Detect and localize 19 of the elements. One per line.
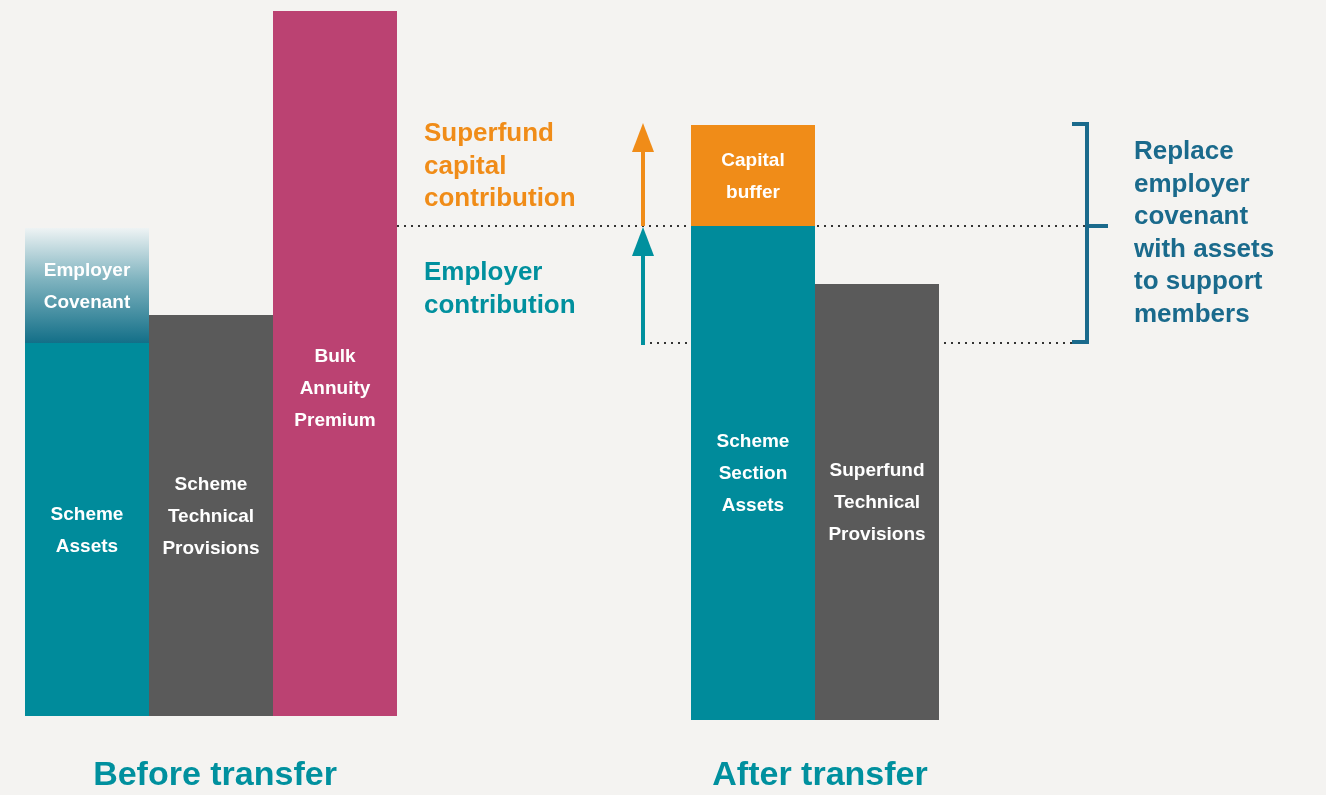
covenant-bar — [25, 228, 149, 343]
assets-bar — [25, 343, 149, 716]
bar-label: Scheme Section Assets — [715, 429, 791, 517]
bar-label: Employer Covenant — [42, 257, 132, 314]
assets-bar — [691, 226, 815, 720]
bar-label: Superfund Technical Provisions — [827, 458, 927, 546]
premium-bar — [273, 11, 397, 716]
annotation-label: Replace employer covenant with assets to support members — [1134, 134, 1276, 329]
annotation-label: Employer contribution — [424, 255, 577, 320]
provisions-bar — [149, 315, 273, 716]
bar-label: Capital buffer — [720, 147, 786, 204]
buffer-bar — [691, 125, 815, 226]
bar-label: Scheme Technical Provisions — [161, 471, 261, 560]
section-title: After transfer — [711, 753, 929, 794]
annotation-label: Superfund capital contribution — [424, 116, 577, 214]
bar-label: Bulk Annuity Premium — [293, 344, 377, 432]
provisions-bar — [815, 284, 939, 720]
section-title: Before transfer — [92, 753, 338, 794]
bar-label: Scheme Assets — [49, 501, 125, 558]
